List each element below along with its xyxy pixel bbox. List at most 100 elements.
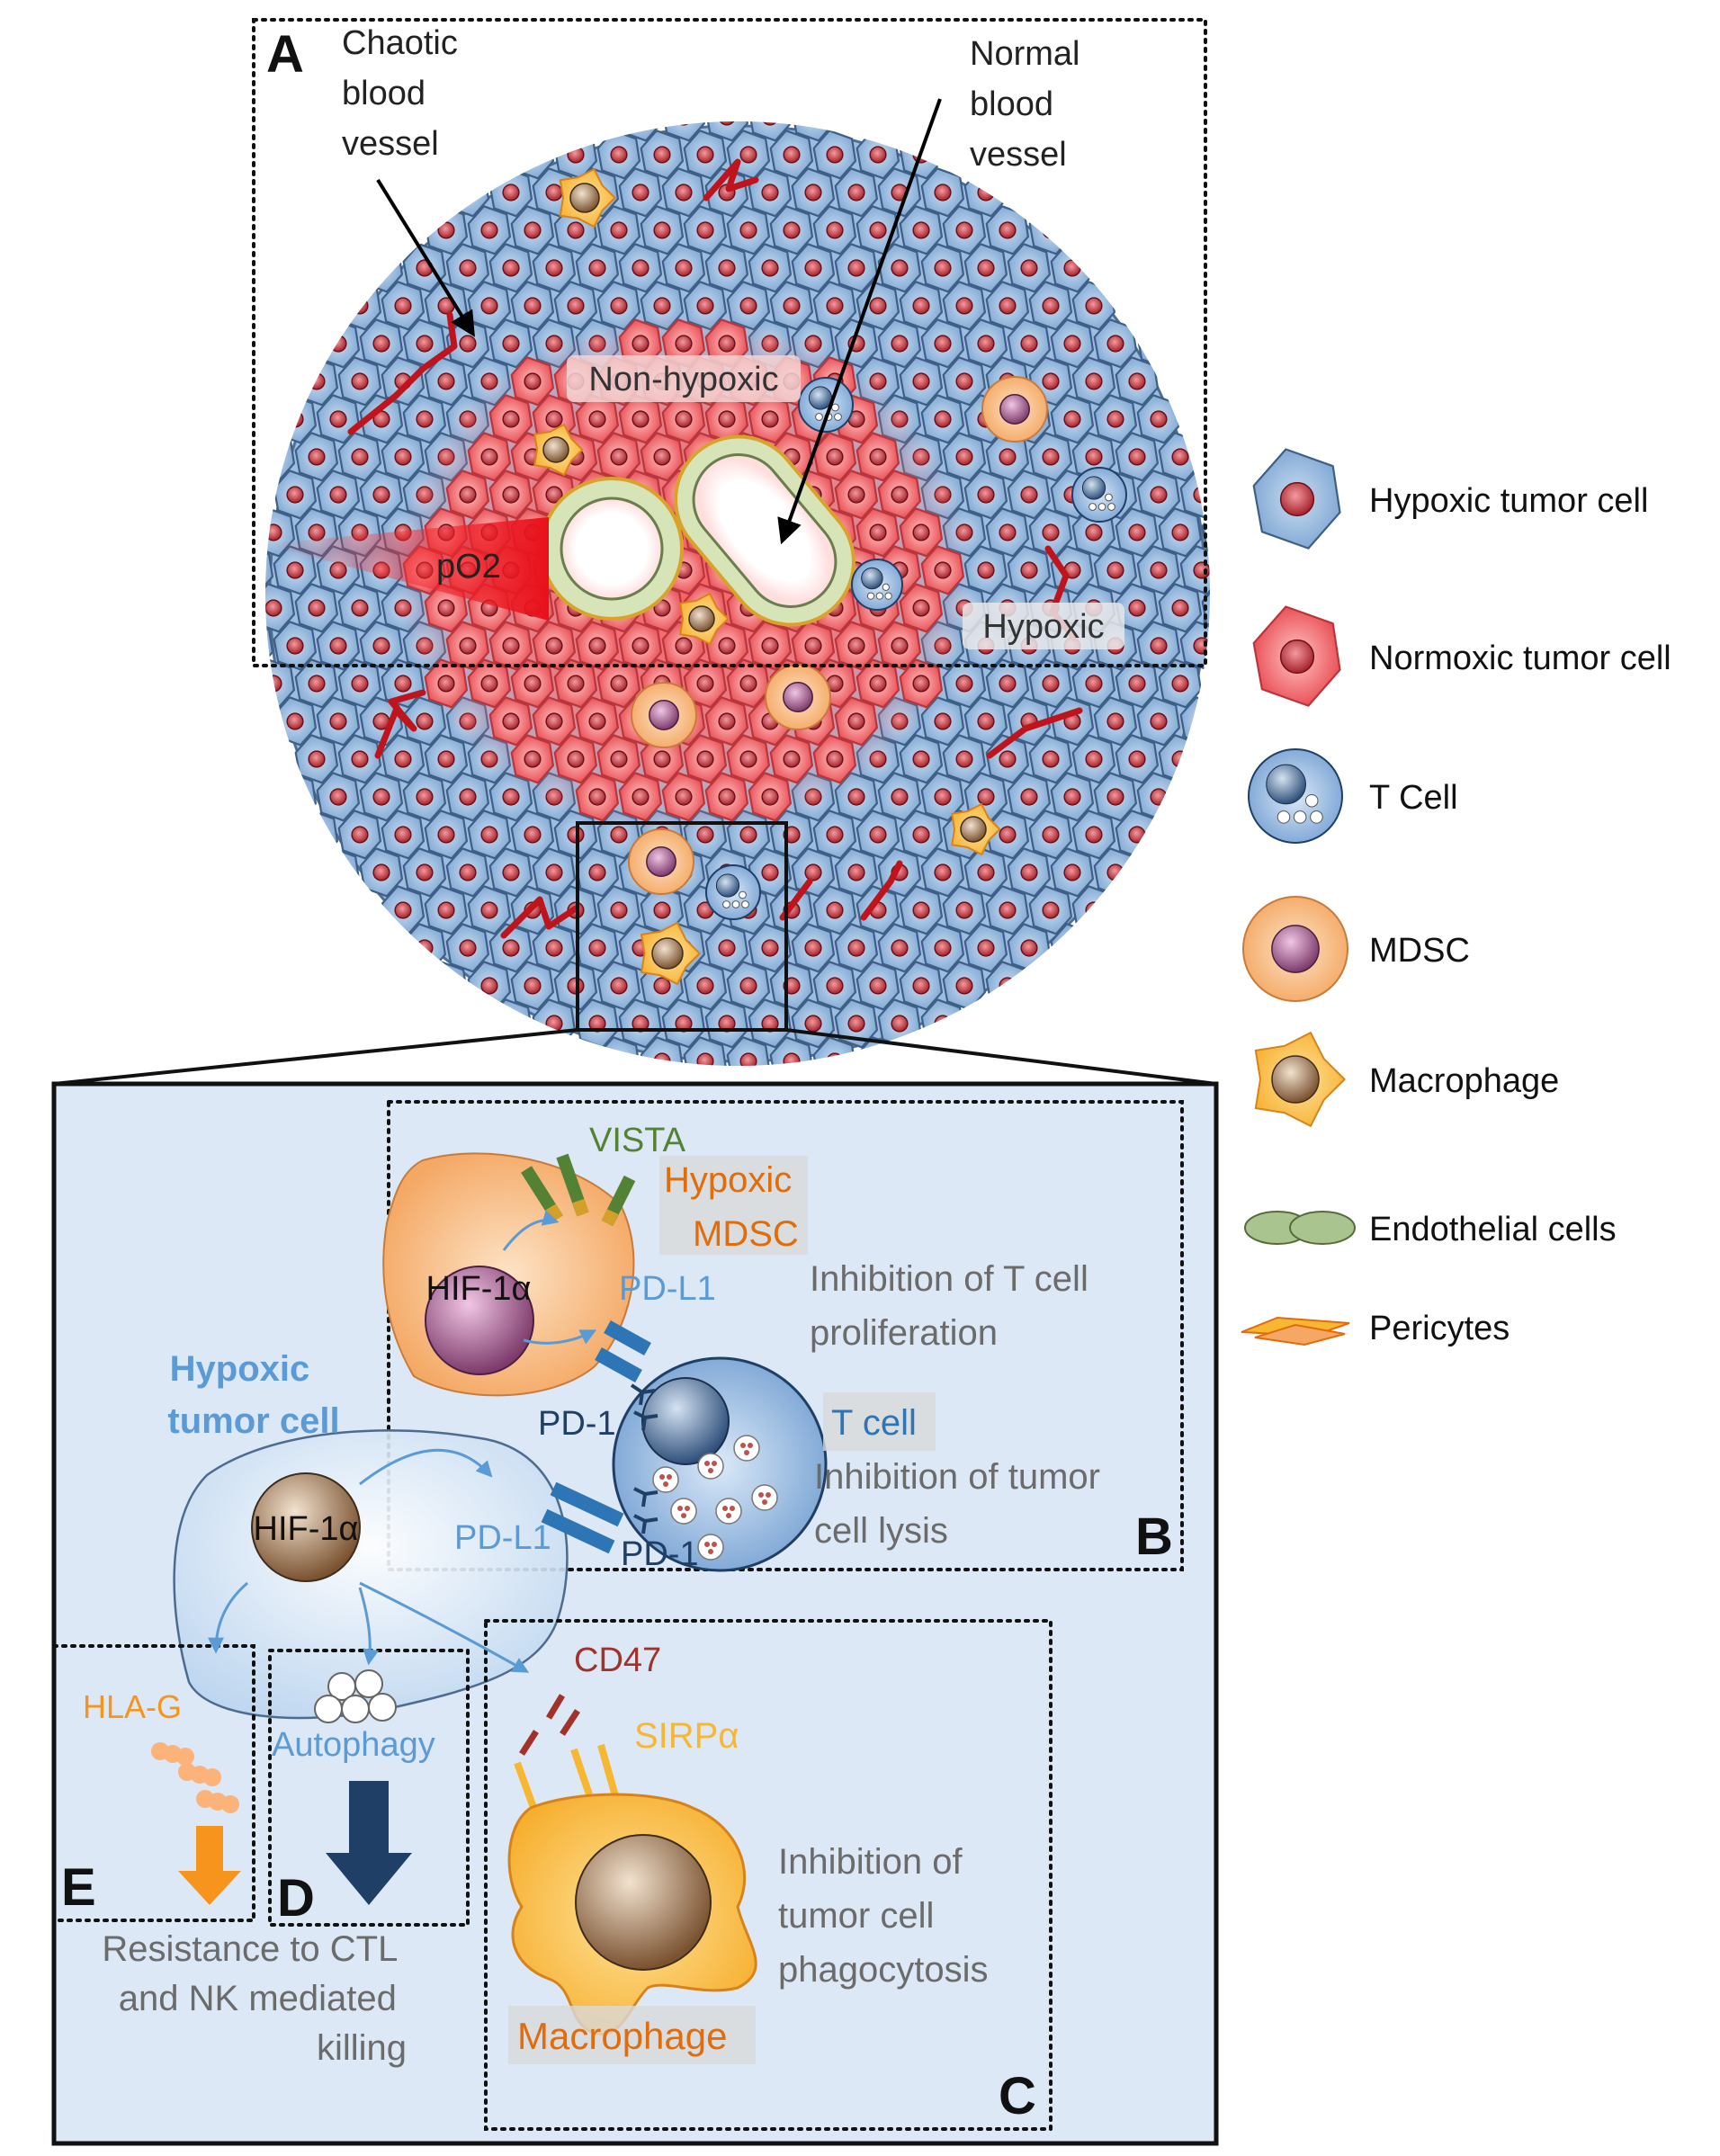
hypoxic-tumor-cell xyxy=(424,885,469,935)
hypoxic-tumor-cell xyxy=(856,961,900,1011)
hypoxic-tumor-cell xyxy=(920,243,965,293)
normoxic-tumor-cell xyxy=(834,621,879,671)
hypoxic-tumor-cell xyxy=(877,243,922,293)
normoxic-tumor-cell xyxy=(856,658,900,709)
hypoxic-tumor-cell xyxy=(834,998,879,1049)
normoxic-tumor-cell xyxy=(661,772,706,822)
hypoxic-tumor-cell xyxy=(618,167,663,218)
hypoxic-tumor-cell xyxy=(812,205,857,255)
normoxic-tumor-cell xyxy=(899,658,944,709)
hypoxic-tumor-cell xyxy=(1136,470,1181,520)
normoxic-tumor-cell xyxy=(812,734,857,784)
hypoxic-tumor-cell xyxy=(834,243,879,293)
legend-normoxic-cell xyxy=(1252,605,1341,707)
hypoxic-tumor-cell xyxy=(1136,621,1181,671)
hypoxic-tumor-cell xyxy=(532,243,577,293)
normoxic-tumor-cell xyxy=(575,696,620,747)
hypoxic-tumor-cell xyxy=(359,470,403,520)
normal-blood-vessel-left xyxy=(540,477,684,621)
hypoxic-tumor-cell xyxy=(402,394,446,444)
hypoxic-tumor-cell xyxy=(596,885,641,935)
hypoxic-tumor-cell xyxy=(359,772,403,822)
hypoxic-tumor-cell xyxy=(726,1036,771,1066)
hypoxic-tumor-cell xyxy=(467,281,512,331)
normoxic-tumor-cell xyxy=(467,432,512,482)
normoxic-tumor-cell xyxy=(445,470,490,520)
hypoxic-tumor-cell xyxy=(920,923,965,973)
normoxic-tumor-cell xyxy=(920,545,965,595)
panel-a-frame xyxy=(252,18,1207,667)
hypoxic-tumor-cell xyxy=(661,243,706,293)
hypoxic-tumor-cell xyxy=(316,696,360,747)
hypoxic-tumor-cell xyxy=(1028,810,1073,860)
hypoxic-tumor-cell xyxy=(899,810,944,860)
vista-label: VISTA xyxy=(589,1122,686,1159)
hypoxic-tumor-cell xyxy=(963,696,1008,747)
hypoxic-tumor-cell xyxy=(1028,432,1073,482)
hypoxic-tumor-cell xyxy=(1158,583,1203,633)
hypoxic-tumor-cell xyxy=(791,923,836,973)
hypoxic-tumor-cell xyxy=(985,281,1030,331)
panel-b-letter: B xyxy=(1135,1507,1173,1566)
hypoxic-tumor-cell xyxy=(704,121,749,142)
macrophage-cell xyxy=(951,803,1001,855)
cd47-label: CD47 xyxy=(574,1642,661,1679)
hypoxic-tumor-cell xyxy=(1115,507,1160,558)
hypoxic-tumor-cell xyxy=(1201,507,1210,558)
hypoxic-tumor-cell xyxy=(337,583,381,633)
hypoxic-tumor-cell xyxy=(337,734,381,784)
normoxic-tumor-cell xyxy=(748,772,793,822)
hypoxic-tumor-cell xyxy=(683,205,728,255)
mdsc-hif1a-label: HIF-1α xyxy=(426,1270,532,1308)
hypoxic-tumor-cell xyxy=(985,658,1030,709)
pd1-top-label: PD-1 xyxy=(538,1405,616,1443)
hypoxic-tumor-cell xyxy=(1007,243,1052,293)
hypoxic-tumor-cell xyxy=(1028,205,1073,255)
hypoxic-tumor-cell xyxy=(316,470,360,520)
hypoxic-label: Hypoxic xyxy=(982,608,1104,646)
hypoxic-tumor-cell xyxy=(1028,281,1073,331)
hypoxic-tumor-cell xyxy=(640,885,685,935)
hypoxic-tumor-cell xyxy=(1071,810,1116,860)
resistance-text: Resistance to CTL and NK mediated killin… xyxy=(102,1929,407,2068)
hypoxic-tumor-cell xyxy=(1136,318,1181,369)
hypoxic-tumor-cell xyxy=(1050,318,1095,369)
hypoxic-tumor-cell xyxy=(359,847,403,898)
panel-d-letter: D xyxy=(277,1869,315,1928)
hypoxic-tumor-cell xyxy=(1050,772,1095,822)
hypoxic-tumor-cell xyxy=(899,961,944,1011)
hypoxic-tumor-cell xyxy=(877,318,922,369)
panel-e-letter: E xyxy=(61,1858,96,1917)
normoxic-tumor-cell xyxy=(683,658,728,709)
hypoxic-tumor-cell xyxy=(856,885,900,935)
normoxic-tumor-cell xyxy=(488,394,533,444)
hypoxic-tumor-cell xyxy=(596,961,641,1011)
legend-label: Normoxic tumor cell xyxy=(1369,640,1671,677)
t-cell xyxy=(705,864,761,920)
hypoxic-tumor-cell xyxy=(683,961,728,1011)
hypoxic-tumor-cell xyxy=(575,847,620,898)
hypoxic-tumor-cell xyxy=(704,243,749,293)
normoxic-tumor-cell xyxy=(704,772,749,822)
hypoxic-tumor-cell xyxy=(812,885,857,935)
legend-label: Hypoxic tumor cell xyxy=(1369,482,1648,520)
t-cell xyxy=(798,377,854,433)
normoxic-tumor-cell xyxy=(899,583,944,633)
hypoxic-tumor-cell xyxy=(596,130,641,180)
hypoxic-tumor-cell xyxy=(1007,847,1052,898)
hypoxic-tumor-cell xyxy=(899,281,944,331)
hypoxic-tumor-cell xyxy=(791,243,836,293)
hypoxic-tumor-cell xyxy=(920,167,965,218)
hypoxic-tumor-cell xyxy=(532,847,577,898)
hypoxic-tumor-cell xyxy=(640,130,685,180)
hypoxic-tumor-cell xyxy=(1028,658,1073,709)
hypoxic-tumor-cell xyxy=(1071,356,1116,407)
granule xyxy=(733,1435,760,1462)
hypoxic-tumor-cell xyxy=(1158,658,1203,709)
hypoxic-tumor-cell xyxy=(265,545,273,595)
hypoxic-tumor-cell xyxy=(424,961,469,1011)
hypoxic-tumor-cell xyxy=(942,885,987,935)
normoxic-tumor-cell xyxy=(640,432,685,482)
chaotic-vessel-arrow xyxy=(376,178,475,337)
